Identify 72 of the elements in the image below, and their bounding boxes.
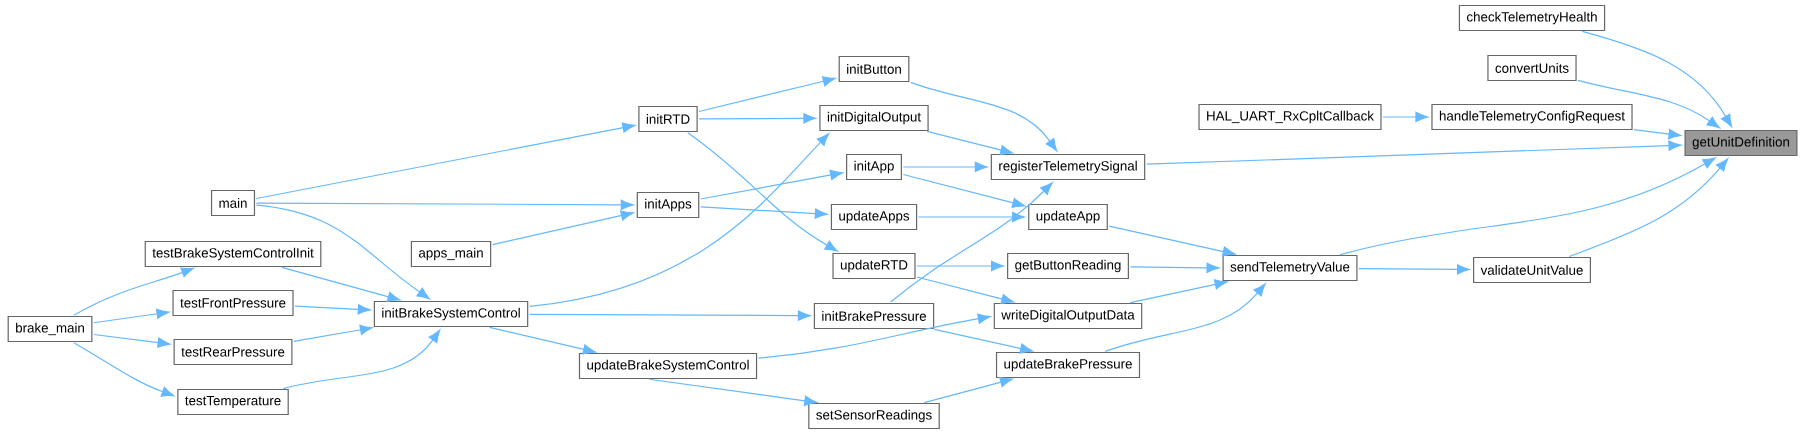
function-box: sendTelemetryValue [1222,254,1358,282]
arrow [255,122,636,200]
arrow [923,377,1013,404]
arrow [1129,279,1228,304]
function-box: checkTelemetryHealth [1458,4,1606,32]
arrow [1568,158,1729,258]
function-box: initButton [838,55,910,83]
function-box: testTemperature [177,388,289,416]
arrow [1382,111,1429,123]
function-box: testRearPressure [173,338,293,366]
arrow [1633,128,1682,140]
function-box: validateUnitValue [1473,256,1591,284]
function-box: getUnitDefinition [1684,129,1798,157]
arrow [491,210,634,246]
function-box: setSensorReadings [808,402,940,430]
arrow [1129,262,1220,273]
arrow [73,267,195,316]
function-box: apps_main [410,240,492,268]
arrow [648,378,818,406]
arrow [1577,79,1720,129]
arrow [698,113,817,124]
arrow [1581,30,1733,128]
arrow [916,276,1015,305]
function-box: registerTelemetrySignal [990,153,1146,181]
arrow [916,260,1004,272]
arrow [1146,140,1682,165]
function-box: updateBrakePressure [995,351,1141,379]
arrow [93,308,170,324]
arrow [529,310,811,321]
arrow [700,206,828,219]
arrow [1108,225,1236,257]
function-box: convertUnits [1487,54,1577,82]
arrow [890,182,1053,303]
arrow [93,333,171,348]
function-box: initBrakeSystemControl [373,300,529,328]
function-box: updateBrakeSystemControl [578,352,758,380]
arrow [1339,157,1716,256]
function-box: updateApp [1028,203,1108,231]
function-box: initBrakePressure [813,302,935,330]
arrow [73,342,175,397]
arrow [698,76,836,113]
arrow [1358,264,1470,275]
arrow [910,81,1058,152]
function-box: writeDigitalOutputData [993,302,1143,330]
arrow [700,169,843,200]
arrow [282,329,441,390]
function-box: handleTelemetryConfigRequest [1431,103,1633,131]
function-box: getButtonReading [1007,252,1129,280]
arrow [902,173,1026,208]
function-box: updateRTD [832,252,916,280]
function-box: main [210,189,256,217]
function-box: initApps [636,191,700,219]
function-box: initRTD [638,105,698,133]
arrow [926,130,1014,156]
function-box: brake_main [7,315,93,343]
arrow [917,211,1025,223]
arrow [488,326,596,355]
function-box: initApp [846,153,902,181]
arrow [757,313,991,359]
arrow [255,204,430,300]
function-box: updateApps [830,203,918,231]
arrow [529,133,830,308]
arrow [255,199,634,210]
arrow [293,324,373,342]
arrow [902,161,988,173]
arrow [294,304,371,315]
function-box: testFrontPressure [172,289,294,317]
function-box: HAL_UART_RxCpltCallback [1198,103,1382,131]
function-box: testBrakeSystemControlInit [144,240,322,268]
function-box: initDigitalOutput [819,104,929,132]
arrow [933,328,1033,354]
arrow [687,132,838,252]
